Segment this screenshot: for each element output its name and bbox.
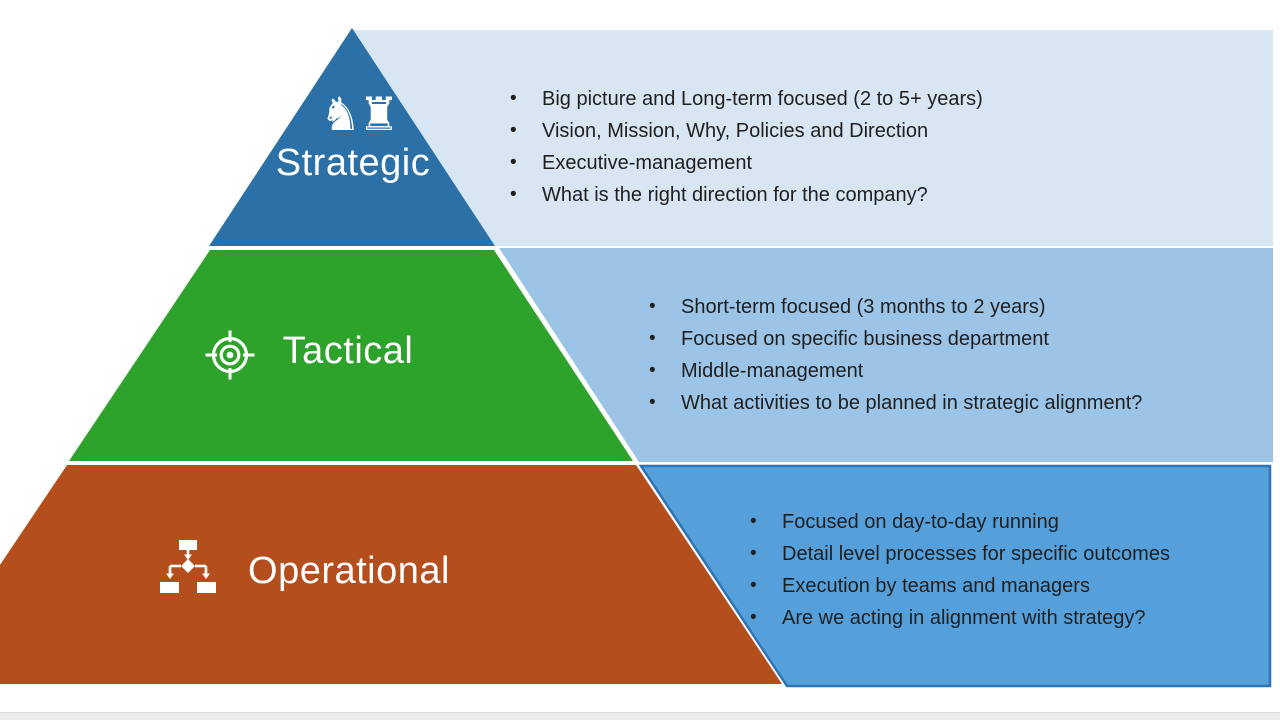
bullet-item: Focused on day-to-day running xyxy=(748,506,1170,538)
bullet-item: Executive-management xyxy=(508,147,983,179)
bullet-item: What is the right direction for the comp… xyxy=(508,179,983,211)
bullet-item: Big picture and Long-term focused (2 to … xyxy=(508,83,983,115)
flowchart-icon xyxy=(160,540,216,593)
bullet-item: Execution by teams and managers xyxy=(748,570,1170,602)
operational-shape xyxy=(0,465,782,684)
operational-level-label: Operational xyxy=(248,550,450,592)
tactical-bullet-list: Short-term focused (3 months to 2 years)… xyxy=(647,291,1142,419)
bullet-item: Focused on specific business department xyxy=(647,323,1142,355)
tactical-shape xyxy=(69,250,633,461)
tactical-level-label: Tactical xyxy=(282,330,414,372)
bullet-item: Short-term focused (3 months to 2 years) xyxy=(647,291,1142,323)
footer-bar-edge xyxy=(0,712,1280,714)
strategic-shape xyxy=(209,28,495,246)
chess-pieces-icon: ♞♜ xyxy=(320,87,399,141)
bullet-item: Vision, Mission, Why, Policies and Direc… xyxy=(508,115,983,147)
footer-bar xyxy=(0,713,1280,720)
strategic-bullet-list: Big picture and Long-term focused (2 to … xyxy=(508,83,983,211)
strategic-level-label: Strategic xyxy=(275,142,431,184)
bullet-item: Middle-management xyxy=(647,355,1142,387)
target-icon xyxy=(205,330,255,380)
bullet-item: Are we acting in alignment with strategy… xyxy=(748,602,1170,634)
bullet-item: Detail level processes for specific outc… xyxy=(748,538,1170,570)
operational-bullet-list: Focused on day-to-day running Detail lev… xyxy=(748,506,1170,634)
bullet-item: What activities to be planned in strateg… xyxy=(647,387,1142,419)
